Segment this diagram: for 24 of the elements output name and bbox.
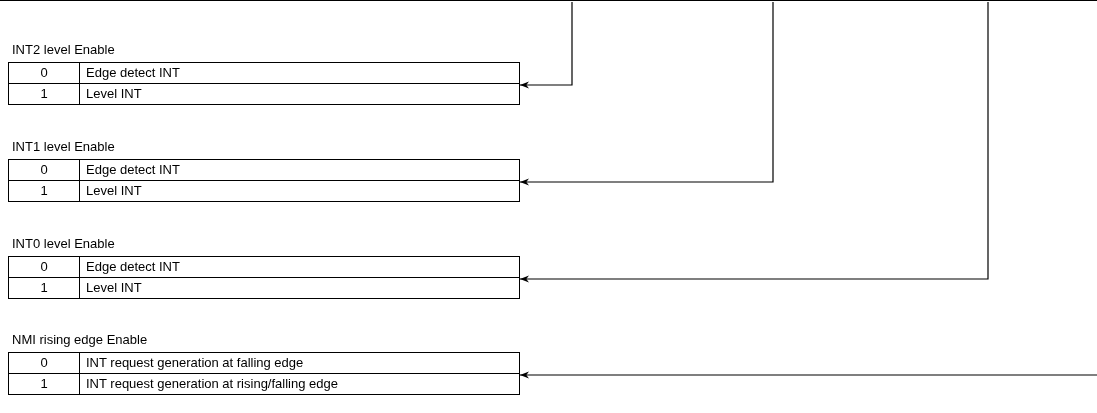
table-heading: NMI rising edge Enable	[12, 332, 148, 347]
arrow	[519, 371, 1097, 379]
table-cell: 1	[8, 277, 80, 299]
arrow	[519, 1, 573, 89]
table-heading: INT2 level Enable	[12, 42, 115, 57]
table-cell: 1	[8, 180, 80, 202]
table-cell: Level INT	[79, 180, 520, 202]
table-cell: 0	[8, 159, 80, 181]
table-cell: Level INT	[79, 277, 520, 299]
arrow	[519, 1, 774, 186]
table-cell: INT request generation at falling edge	[79, 352, 520, 374]
table-cell: 0	[8, 62, 80, 84]
table-cell: 0	[8, 352, 80, 374]
arrow	[519, 1, 989, 283]
table-cell: Edge detect INT	[79, 256, 520, 278]
table-heading: INT1 level Enable	[12, 139, 115, 154]
table-cell: INT request generation at rising/falling edge	[79, 373, 520, 395]
table-cell: Edge detect INT	[79, 159, 520, 181]
table-cell: Level INT	[79, 83, 520, 105]
table-cell: 1	[8, 83, 80, 105]
table-cell: 1	[8, 373, 80, 395]
table-cell: 0	[8, 256, 80, 278]
table-cell: Edge detect INT	[79, 62, 520, 84]
table-heading: INT0 level Enable	[12, 236, 115, 251]
